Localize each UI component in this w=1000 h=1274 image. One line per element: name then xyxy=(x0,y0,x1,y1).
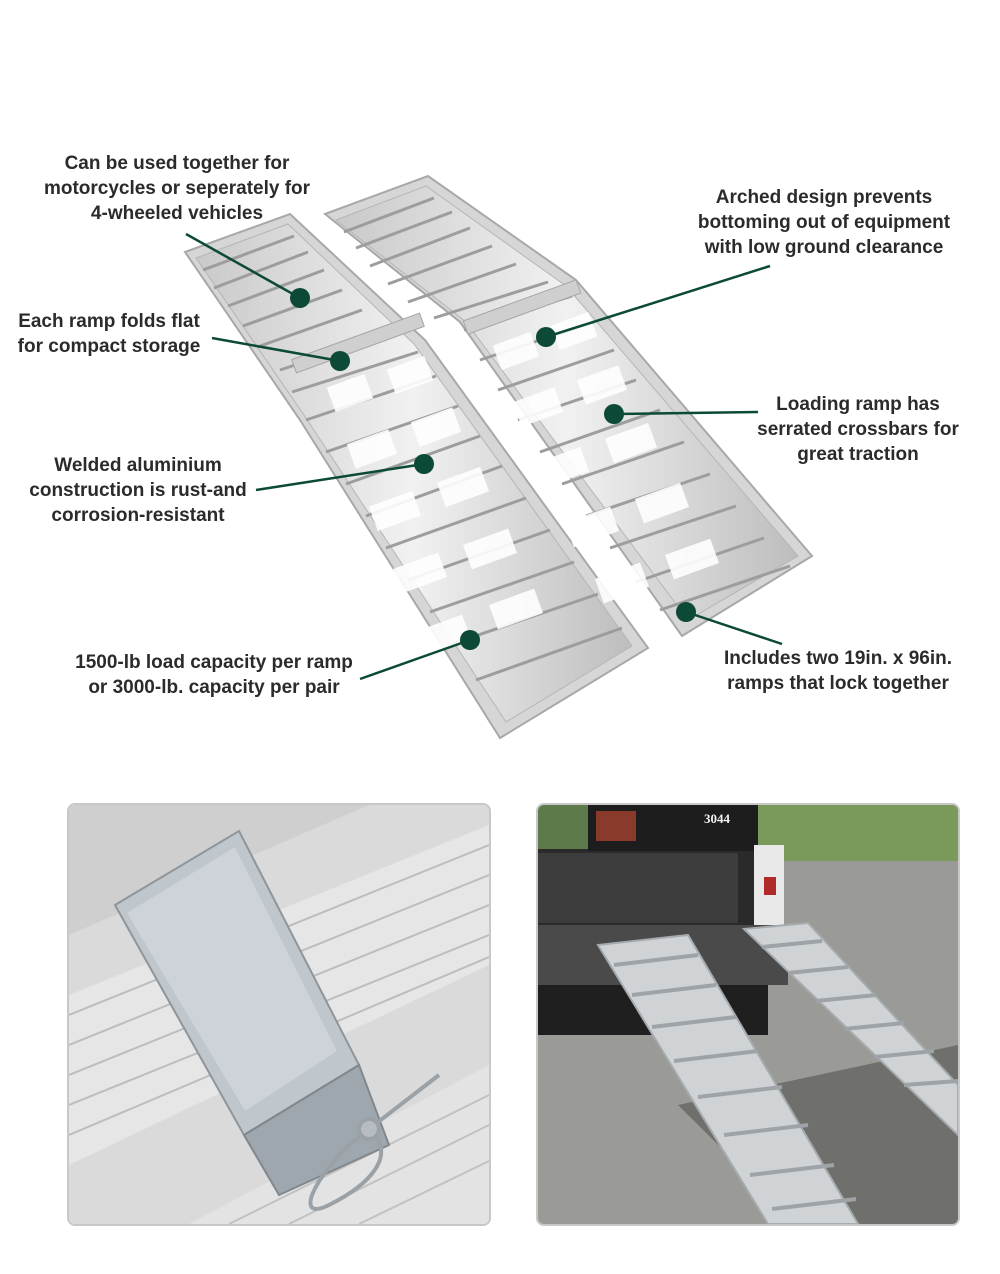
product-hero: Can be used together for motorcycles or … xyxy=(17,153,959,740)
lock-bracket-icon xyxy=(113,829,391,1197)
lock-pin-icon xyxy=(308,1073,441,1211)
left-ramp xyxy=(183,212,650,740)
annotation-arched: Arched design prevents bottoming out of … xyxy=(697,187,951,258)
marker-arched-icon xyxy=(536,327,556,347)
annotation-includes: Includes two 19in. x 96in. ramps that lo… xyxy=(723,648,953,694)
annotation-together: Can be used together for motorcycles or … xyxy=(43,153,311,224)
annotation-capacity: 1500-lb load capacity per ramp or 3000-l… xyxy=(75,652,353,698)
callout-lines xyxy=(185,232,783,681)
annotation-folds: Each ramp folds flat for compact storage xyxy=(17,311,201,357)
marker-includes-icon xyxy=(676,602,696,622)
lock-clip-closeup xyxy=(67,803,491,1226)
truck-loading-photo: 3044 xyxy=(536,803,960,1226)
truck-photo-image xyxy=(538,805,958,1224)
marker-together-icon xyxy=(290,288,310,308)
marker-capacity-icon xyxy=(460,630,480,650)
annotation-serrated: Loading ramp has serrated crossbars for … xyxy=(757,394,959,465)
marker-folds-icon xyxy=(330,351,350,371)
right-ramp xyxy=(322,174,814,638)
lock-clip-image xyxy=(69,805,489,1224)
annotation-welded: Welded aluminium construction is rust-an… xyxy=(29,455,247,526)
marker-welded-icon xyxy=(414,454,434,474)
ramps-illustration xyxy=(183,174,814,740)
marker-serrated-icon xyxy=(604,404,624,424)
photo-ramps-icon xyxy=(596,921,958,1224)
truck-number: 3044 xyxy=(704,811,730,826)
